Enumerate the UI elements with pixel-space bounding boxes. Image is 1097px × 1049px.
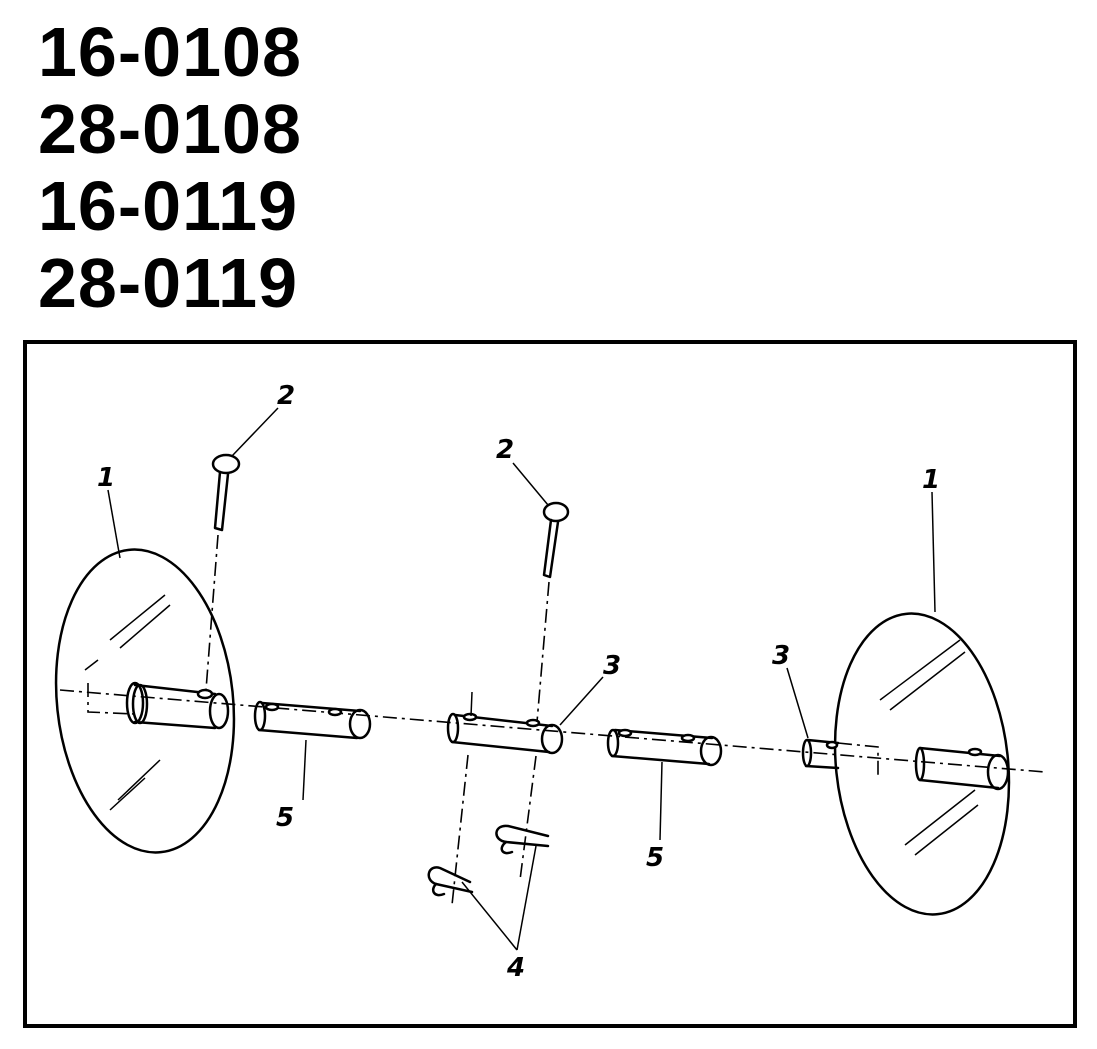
callout-clips: 4: [506, 953, 525, 983]
center-pin: [451, 501, 570, 906]
callout-disc-left: 1: [97, 463, 115, 493]
left-spacer: [253, 700, 372, 740]
model-number: 28-0119: [38, 244, 299, 322]
callout-spacer-left: 5: [276, 803, 294, 833]
right-spacer: [606, 728, 723, 767]
callout-coupler-right: 3: [772, 641, 790, 671]
right-disc: [833, 612, 1011, 916]
callout-pin-left: 2: [277, 381, 295, 411]
callout-pin-center: 2: [496, 435, 514, 465]
left-pin: [205, 453, 241, 691]
model-number: 16-0108: [38, 13, 302, 91]
model-number-list: 16-0108 28-0108 16-0119 28-0119: [38, 14, 302, 322]
axle-centerline: [59, 689, 1046, 773]
left-hub-tube: [87, 681, 230, 730]
diagram-frame: [23, 340, 1077, 1028]
leader-lines: [107, 407, 936, 951]
model-number: 16-0119: [38, 167, 299, 245]
callout-spacer-right: 5: [646, 843, 664, 873]
model-number: 28-0108: [38, 90, 302, 168]
callout-disc-right: 1: [922, 465, 940, 495]
right-hub-tube: [801, 738, 1010, 791]
center-coupler: [446, 691, 564, 755]
callout-coupler-center: 3: [603, 651, 621, 681]
left-disc: [54, 548, 236, 854]
hair-pin-clips: [427, 824, 550, 897]
